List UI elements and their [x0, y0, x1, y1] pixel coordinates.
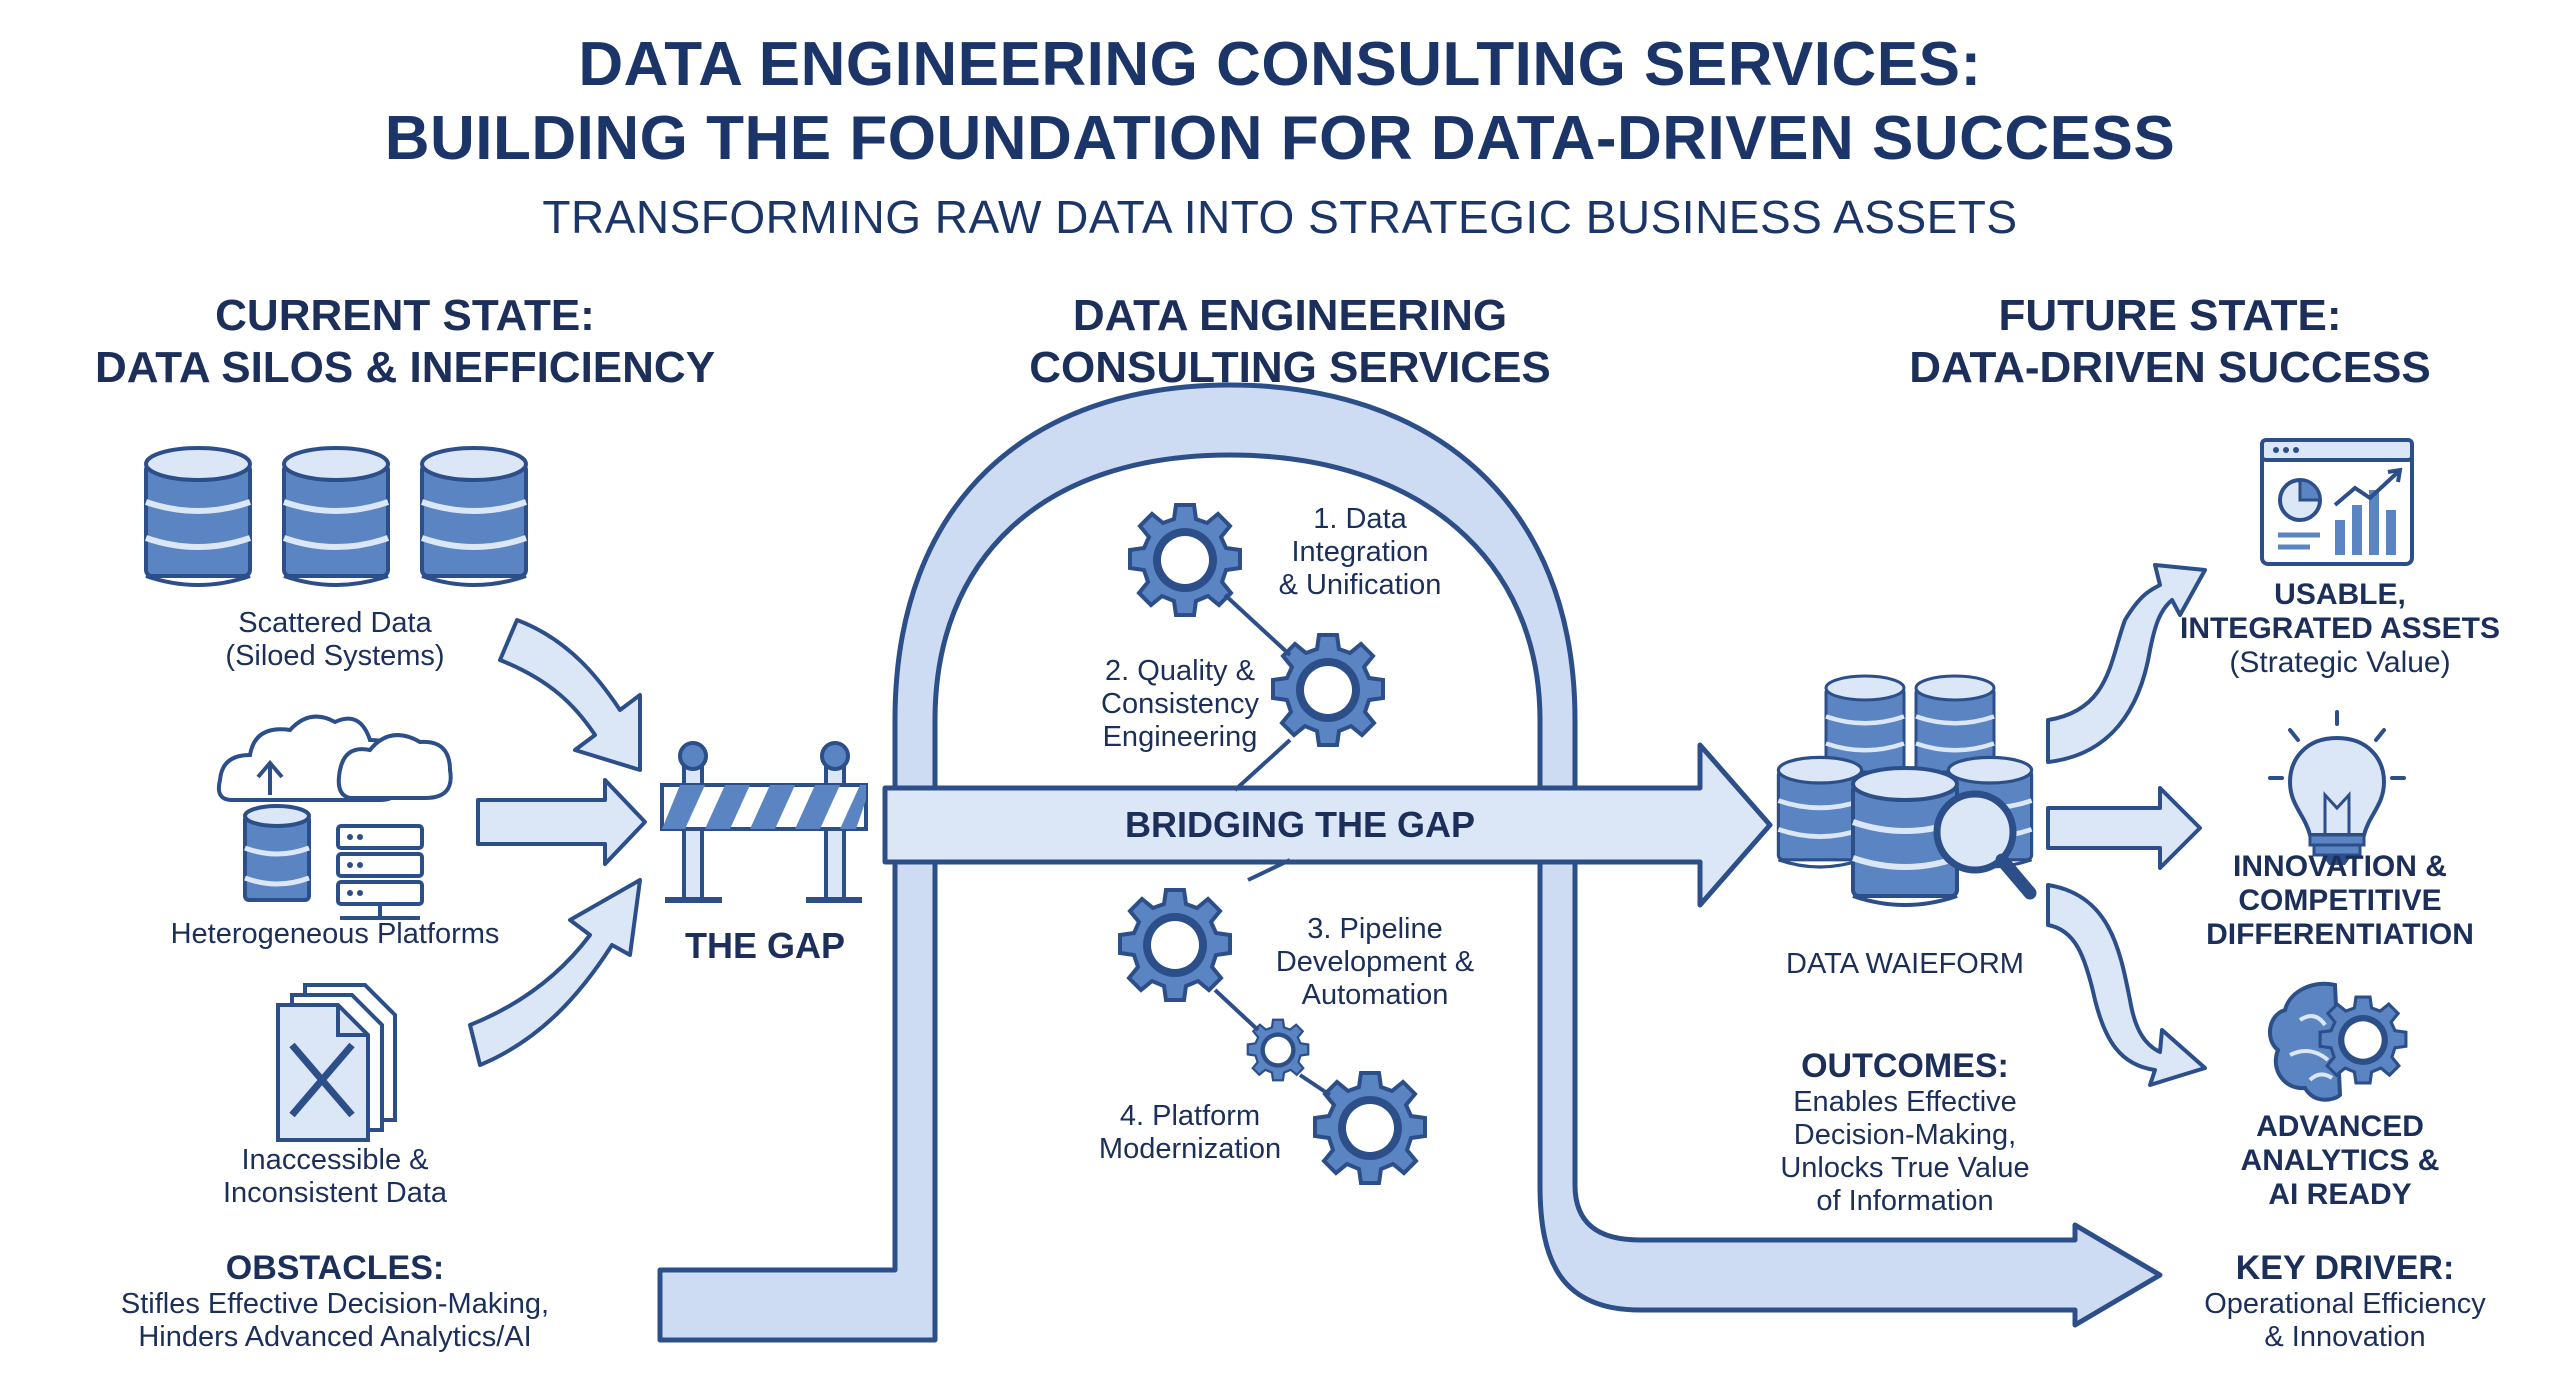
- services-heading: DATA ENGINEERING CONSULTING SERVICES: [900, 290, 1680, 394]
- bridging-label: BRIDGING THE GAP: [1124, 804, 1475, 845]
- outcomes-line4: of Information: [1816, 1185, 1994, 1217]
- gear-icon-1: [1128, 503, 1242, 617]
- future-state-heading: FUTURE STATE: DATA-DRIVEN SUCCESS: [1800, 290, 2540, 394]
- barrier-icon: [660, 741, 868, 903]
- key-driver-line1: Operational Efficiency: [2204, 1288, 2486, 1320]
- outcomes-line2: Decision-Making,: [1793, 1119, 2017, 1151]
- step-3-line1: 3. Pipeline: [1307, 913, 1443, 945]
- scattered-data-line2: (Siloed Systems): [225, 640, 445, 672]
- step-4-line2: Modernization: [1098, 1133, 1282, 1165]
- page-title-line1: DATA ENGINEERING CONSULTING SERVICES:: [578, 30, 1982, 99]
- innovation-line3: DIFFERENTIATION: [2206, 918, 2474, 951]
- step-2-line1: 2. Quality &: [1105, 655, 1255, 687]
- innovation-line1: INNOVATION &: [2233, 850, 2447, 883]
- inflow-arrows: [468, 618, 647, 1067]
- key-driver-line2: & Innovation: [2264, 1321, 2426, 1353]
- step-1-line3: & Unification: [1278, 569, 1442, 601]
- step-1-label: 1. Data Integration & Unification: [1245, 503, 1475, 602]
- gap-label: THE GAP: [684, 925, 845, 966]
- obstacles-line1: Stifles Effective Decision-Making,: [120, 1288, 550, 1320]
- current-state-heading-line1: CURRENT STATE:: [215, 291, 595, 340]
- inaccessible-data-line1: Inaccessible &: [241, 1144, 429, 1176]
- current-state-heading-line2: DATA SILOS & INEFFICIENCY: [94, 343, 716, 392]
- key-driver-heading: KEY DRIVER:: [2235, 1249, 2455, 1287]
- scattered-data-label: Scattered Data (Siloed Systems): [150, 607, 520, 673]
- outflow-arrows: [2046, 563, 2207, 1087]
- services-heading-line2: CONSULTING SERVICES: [1029, 343, 1551, 392]
- gear-connectors: [1213, 593, 1332, 1097]
- usable-assets-line1: USABLE,: [2274, 578, 2406, 611]
- advanced-analytics-label: ADVANCED ANALYTICS & AI READY: [2170, 1110, 2510, 1212]
- gear-icon-5: [1313, 1071, 1427, 1185]
- gear-icon-3: [1118, 888, 1232, 1002]
- obstacles-heading: OBSTACLES:: [225, 1249, 445, 1287]
- scattered-data-line1: Scattered Data: [238, 607, 432, 639]
- innovation-label: INNOVATION & COMPETITIVE DIFFERENTIATION: [2170, 850, 2510, 952]
- analytics-dashboard-icon: [2260, 438, 2414, 566]
- advanced-analytics-line1: ADVANCED: [2256, 1110, 2424, 1143]
- inaccessible-data-line2: Inconsistent Data: [222, 1177, 448, 1209]
- cloud-server-icon: [216, 714, 453, 920]
- advanced-analytics-line2: ANALYTICS &: [2240, 1144, 2440, 1177]
- key-driver-block: KEY DRIVER: Operational Efficiency & Inn…: [2160, 1248, 2530, 1354]
- bridge-arch: [657, 382, 2163, 1343]
- warehouse-label: DATA WAIEFORM: [1786, 948, 2024, 980]
- step-4-label: 4. Platform Modernization: [1060, 1100, 1320, 1166]
- lightbulb-icon: [2268, 710, 2406, 865]
- inaccessible-data-label: Inaccessible & Inconsistent Data: [150, 1144, 520, 1210]
- innovation-line2: COMPETITIVE: [2238, 884, 2442, 917]
- outcomes-block: OUTCOMES: Enables Effective Decision-Mak…: [1740, 1046, 2070, 1218]
- usable-assets-line3: (Strategic Value): [2229, 646, 2451, 679]
- step-2-label: 2. Quality & Consistency Engineering: [1060, 655, 1300, 754]
- brain-gear-icon: [2268, 981, 2408, 1102]
- services-heading-line1: DATA ENGINEERING: [1072, 291, 1508, 340]
- database-stack-icon: [146, 448, 526, 585]
- obstacles-line2: Hinders Advanced Analytics/AI: [138, 1321, 532, 1353]
- future-state-heading-line2: DATA-DRIVEN SUCCESS: [1909, 343, 2431, 392]
- step-2-line3: Engineering: [1102, 721, 1258, 753]
- advanced-analytics-line3: AI READY: [2268, 1178, 2412, 1211]
- outcomes-heading: OUTCOMES:: [1801, 1047, 2009, 1085]
- current-state-heading: CURRENT STATE: DATA SILOS & INEFFICIENCY: [20, 290, 790, 394]
- database-search-icon: [1778, 676, 2037, 905]
- step-2-line2: Consistency: [1101, 688, 1259, 720]
- step-3-label: 3. Pipeline Development & Automation: [1245, 913, 1505, 1012]
- obstacles-block: OBSTACLES: Stifles Effective Decision-Ma…: [40, 1248, 630, 1354]
- step-3-line2: Development &: [1275, 946, 1475, 978]
- step-3-line3: Automation: [1301, 979, 1449, 1011]
- step-1-line1: 1. Data: [1313, 503, 1407, 535]
- page-subtitle: TRANSFORMING RAW DATA INTO STRATEGIC BUS…: [542, 191, 2018, 243]
- future-state-heading-line1: FUTURE STATE:: [1998, 291, 2342, 340]
- broken-document-icon: [276, 983, 397, 1142]
- step-1-line2: Integration: [1291, 536, 1429, 568]
- bridging-arrow: [882, 742, 1773, 908]
- outcomes-line1: Enables Effective: [1793, 1086, 2017, 1118]
- heterogeneous-platforms-label: Heterogeneous Platforms: [170, 918, 500, 950]
- usable-assets-line2: INTEGRATED ASSETS: [2179, 612, 2501, 645]
- step-4-line1: 4. Platform: [1119, 1100, 1261, 1132]
- page-title-line2: BUILDING THE FOUNDATION FOR DATA-DRIVEN …: [384, 104, 2176, 173]
- outcomes-line3: Unlocks True Value: [1780, 1152, 2030, 1184]
- usable-assets-label: USABLE, INTEGRATED ASSETS (Strategic Val…: [2170, 578, 2510, 680]
